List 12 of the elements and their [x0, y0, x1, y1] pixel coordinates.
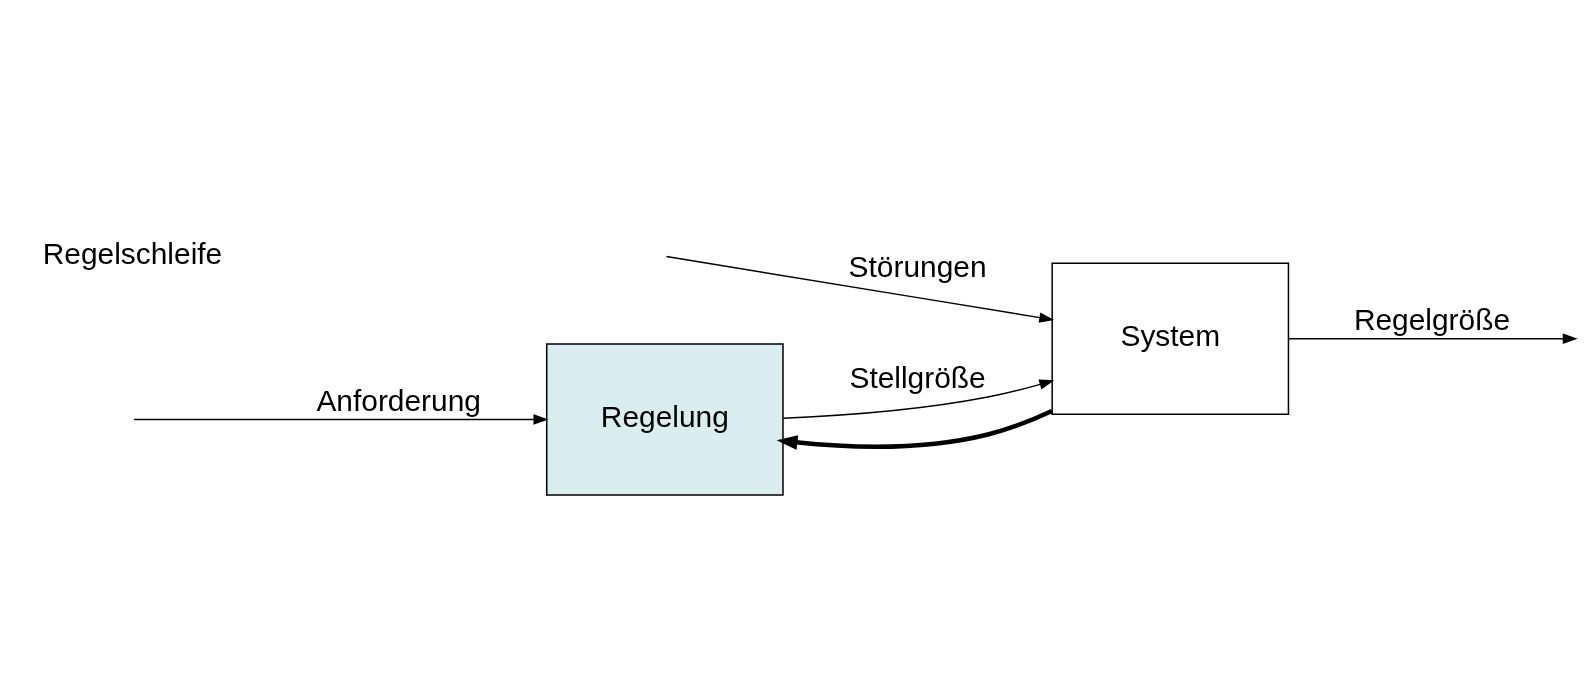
- arrow: [133, 413, 549, 425]
- arrow: [776, 408, 1053, 450]
- label: Regelschleife: [42, 236, 223, 270]
- arrow: [1287, 333, 1578, 344]
- edge-label: Störungen: [848, 249, 987, 283]
- arrow: [665, 255, 1055, 323]
- node-box: Regelung: [545, 342, 784, 496]
- edge-label: Regelgröße: [1353, 302, 1511, 336]
- edge-label: Stellgröße: [849, 360, 986, 394]
- node-box: System: [1051, 262, 1290, 415]
- edge-label: Anforderung: [316, 383, 481, 417]
- arrow: [782, 378, 1055, 419]
